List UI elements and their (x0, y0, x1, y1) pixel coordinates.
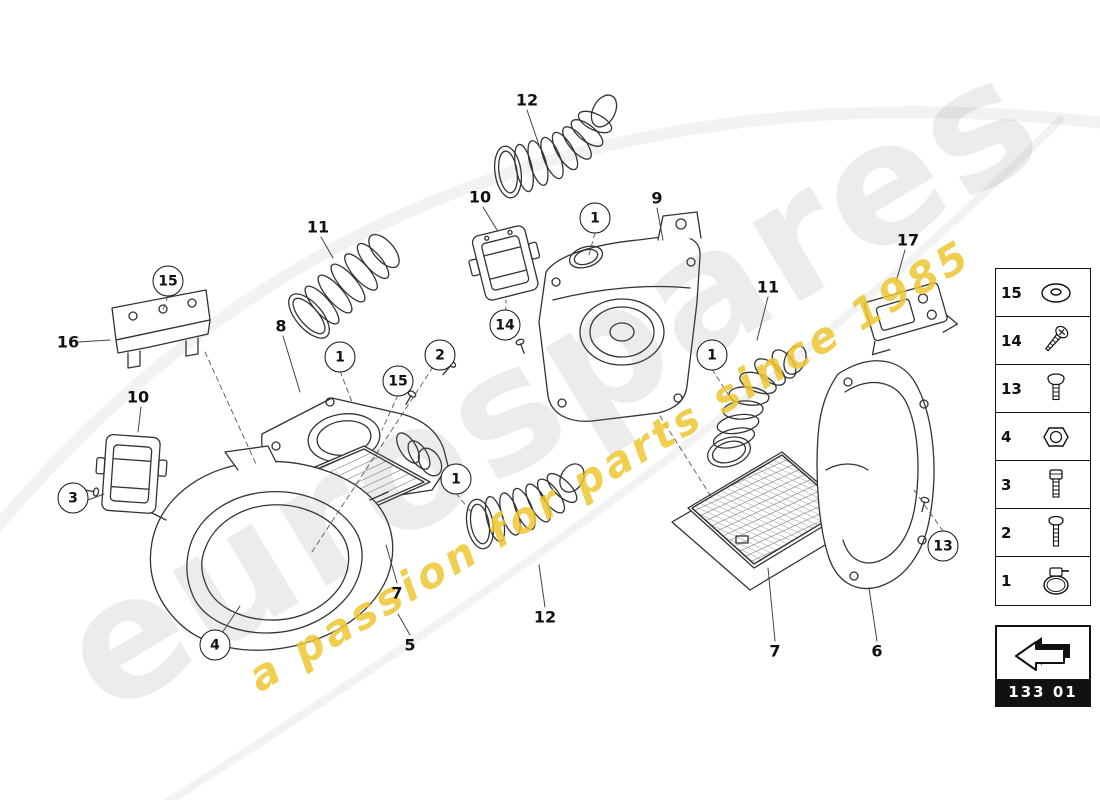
washer-icon (1027, 275, 1085, 311)
callout-4[interactable]: 4 (199, 629, 231, 661)
part-intake-hose-top (493, 94, 618, 199)
part-air-sensor-top (468, 225, 541, 301)
callout-1[interactable]: 1 (696, 339, 728, 371)
callout-13[interactable]: 13 (927, 530, 959, 562)
callout-16[interactable]: 16 (56, 332, 80, 352)
callout-12[interactable]: 12 (533, 607, 557, 627)
callout-2[interactable]: 2 (424, 339, 456, 371)
callout-9[interactable]: 9 (651, 188, 663, 208)
legend-row-3[interactable]: 3 (996, 461, 1090, 509)
callout-6[interactable]: 6 (871, 641, 883, 661)
part-bracket-right (864, 282, 958, 356)
callout-10[interactable]: 10 (126, 387, 150, 407)
legend-row-15[interactable]: 15 (996, 269, 1090, 317)
leader-lines (77, 109, 906, 642)
back-arrow-icon (1015, 637, 1070, 671)
part-bracket-left (111, 289, 211, 369)
part-air-duct-housing (149, 445, 394, 651)
part-air-duct-hose-right (706, 345, 807, 468)
part-air-cleaner-box (538, 211, 702, 422)
callout-14[interactable]: 14 (489, 309, 521, 341)
legend-row-13[interactable]: 13 (996, 365, 1090, 413)
callout-17[interactable]: 17 (896, 230, 920, 250)
part-air-sensor-left (95, 433, 168, 514)
callout-1[interactable]: 1 (324, 341, 356, 373)
callout-11[interactable]: 11 (306, 217, 330, 237)
legend-row-4[interactable]: 4 (996, 413, 1090, 461)
legend-number: 14 (1001, 331, 1022, 350)
callout-1[interactable]: 1 (579, 202, 611, 234)
legend-table: 15 14 13 4 (995, 268, 1091, 606)
callout-8[interactable]: 8 (275, 316, 287, 336)
callout-15[interactable]: 15 (382, 365, 414, 397)
pan-screw-icon (1027, 371, 1085, 407)
legend-row-1[interactable]: 1 (996, 557, 1090, 605)
part-filter-element-right (671, 451, 861, 591)
callout-3[interactable]: 3 (57, 482, 89, 514)
part-air-cleaner-cover (816, 360, 935, 590)
legend-row-14[interactable]: 14 (996, 317, 1090, 365)
callout-7[interactable]: 7 (391, 583, 403, 603)
background-swoosh (0, 106, 1100, 800)
part-code-box: 133 01 (995, 625, 1091, 707)
back-arrow-button[interactable] (997, 627, 1089, 679)
callout-10[interactable]: 10 (468, 187, 492, 207)
callout-11[interactable]: 11 (756, 277, 780, 297)
legend-number: 13 (1001, 379, 1022, 398)
callout-1[interactable]: 1 (440, 463, 472, 495)
part-code-label: 133 01 (997, 679, 1089, 705)
callout-12[interactable]: 12 (515, 90, 539, 110)
screw-icon (1027, 323, 1085, 359)
nut-icon (1027, 419, 1085, 455)
legend-number: 1 (1001, 572, 1012, 590)
callout-5[interactable]: 5 (404, 635, 416, 655)
clamp-icon (1027, 563, 1085, 599)
part-intake-hose-bottom (465, 463, 585, 550)
legend-row-2[interactable]: 2 (996, 509, 1090, 557)
legend-number: 15 (1001, 283, 1022, 302)
long-screw-icon (1027, 515, 1085, 551)
legend-number: 2 (1001, 523, 1012, 542)
bolt-icon (1027, 467, 1085, 503)
callout-15[interactable]: 15 (152, 265, 184, 297)
callout-7[interactable]: 7 (769, 641, 781, 661)
part-air-duct-hose-left (288, 233, 400, 339)
legend-number: 3 (1001, 475, 1012, 494)
legend-number: 4 (1001, 427, 1012, 446)
